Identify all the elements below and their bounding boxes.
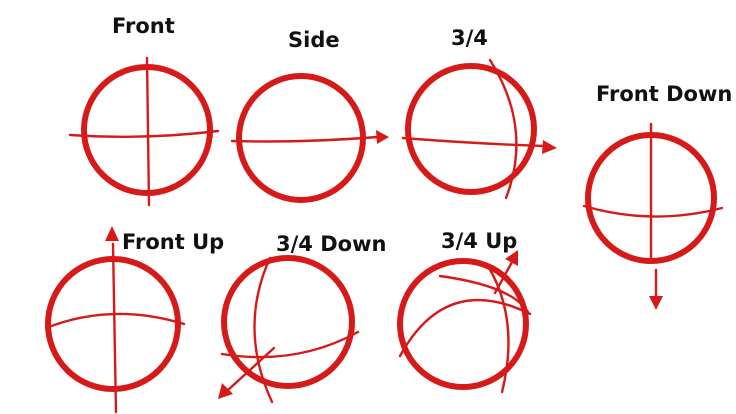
vertical-guide-curve bbox=[488, 58, 518, 200]
horizontal-guide-line bbox=[401, 136, 546, 148]
front-sphere: Front bbox=[68, 14, 220, 207]
direction-arrow-right bbox=[376, 130, 389, 144]
vertical-guide-curve bbox=[253, 256, 274, 404]
horizontal-center-line bbox=[68, 129, 220, 138]
label-three-quarter-up: 3/4 Up bbox=[441, 229, 517, 253]
sphere-outline bbox=[405, 63, 537, 195]
three-quarter-up-sphere: 3/4 Up bbox=[397, 229, 532, 394]
front-down-sphere: Front Down bbox=[582, 82, 732, 310]
label-three-quarter: 3/4 bbox=[451, 26, 488, 50]
horizontal-center-line bbox=[230, 135, 380, 143]
sphere-outline bbox=[397, 258, 529, 390]
direction-arrow-up-right bbox=[505, 250, 518, 266]
horizontal-guide-curve bbox=[582, 204, 724, 218]
sphere-outline bbox=[221, 255, 355, 389]
horizontal-guide-curve bbox=[220, 330, 360, 359]
label-front-down: Front Down bbox=[596, 82, 732, 106]
direction-arrow-right bbox=[542, 140, 557, 154]
direction-arrow-shaft bbox=[226, 346, 276, 392]
horizontal-guide-curve bbox=[44, 312, 186, 330]
direction-arrow-down-left bbox=[218, 383, 233, 399]
label-front: Front bbox=[112, 14, 175, 38]
vertical-center-line bbox=[111, 242, 118, 414]
direction-arrow-up bbox=[105, 226, 119, 241]
label-side: Side bbox=[288, 28, 340, 52]
label-three-quarter-down: 3/4 Down bbox=[276, 232, 386, 256]
tilted-guide-curve bbox=[398, 298, 532, 358]
three-quarter-down-sphere: 3/4 Down bbox=[218, 232, 386, 404]
sphere-outline bbox=[236, 73, 366, 203]
vertical-guide-curve bbox=[486, 264, 510, 394]
front-up-sphere: Front Up bbox=[44, 226, 224, 414]
side-sphere: Side bbox=[230, 28, 389, 203]
vertical-center-line bbox=[145, 56, 151, 207]
direction-arrow-down bbox=[649, 296, 663, 310]
three-quarter-sphere: 3/4 bbox=[401, 26, 557, 200]
label-front-up: Front Up bbox=[122, 230, 224, 254]
